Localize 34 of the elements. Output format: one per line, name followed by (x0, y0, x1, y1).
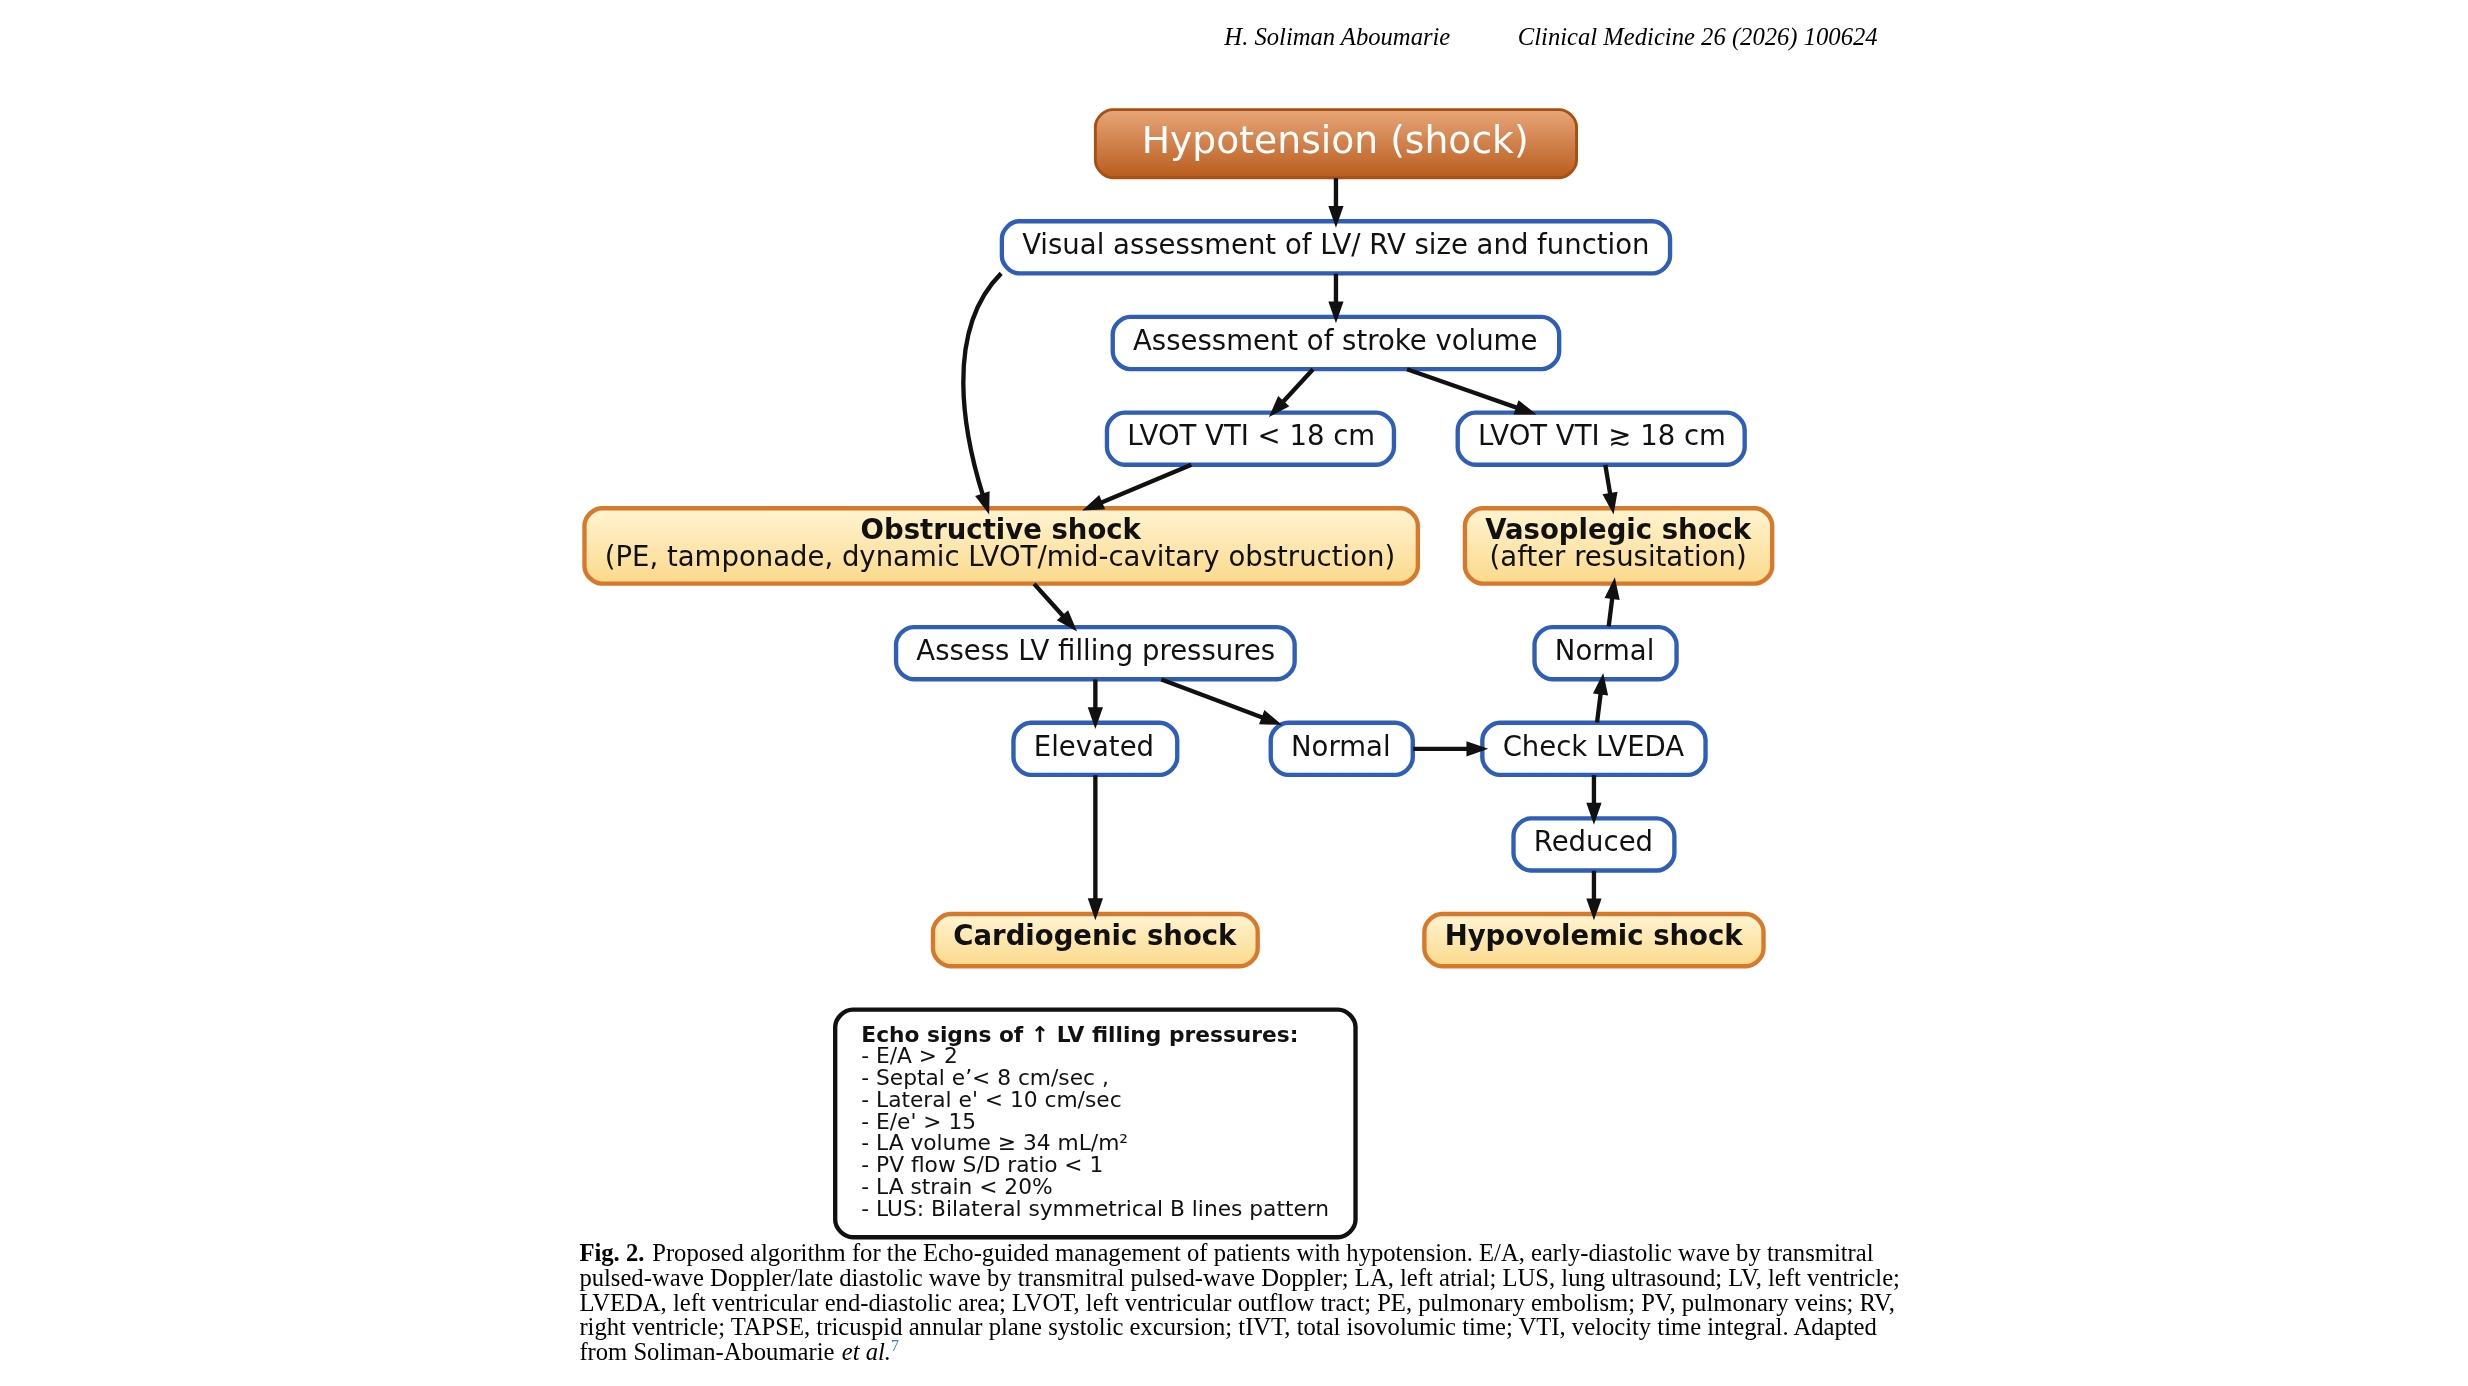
arrow (1087, 679, 1103, 729)
node-box: Normal (1531, 624, 1679, 682)
arrow (1585, 775, 1602, 825)
arrow (1602, 464, 1618, 515)
arrow (1604, 577, 1620, 627)
arrow (1087, 775, 1103, 921)
node-box: Echo signs of ↑ LV filling pressures: - E/A > 2 - Septal e’< 8 cm/sec , - Lateral e' < 10 cm/sec - E/e' > 15 - LA volume ≥ 34 mL/m² - PV flow S/D ratio < 1 - LA strain < 20% - LUS: Bilateral symmetrical B lines pattern (832, 1007, 1358, 1240)
node-box: Obstructive shock (PE, tamponade, dynamic LVOT/mid-cavitary obstruction) (581, 506, 1420, 586)
arrow (1268, 367, 1315, 418)
node-box: LVOT VTI < 18 cm (1104, 410, 1396, 467)
arrow (1327, 178, 1344, 228)
label: Clinical Medicine 26 (2026) 100624 (1517, 22, 1878, 50)
node-box: Vasoplegic shock (after resusitation) (1462, 506, 1774, 586)
node-box: Elevated (1010, 720, 1179, 778)
node-box: Hypovolemic shock (1421, 911, 1766, 969)
arrow (1032, 582, 1077, 632)
node-box: Assessment of stroke volume (1110, 314, 1561, 372)
node-box: Reduced (1510, 816, 1677, 873)
arrow (1160, 677, 1282, 725)
arrow (1405, 367, 1537, 415)
node-box: Check LVEDA (1479, 720, 1708, 778)
label: H. Soliman Aboumarie (1223, 22, 1450, 50)
node-box: LVOT VTI ≳ 18 cm (1455, 410, 1747, 467)
arrow (960, 272, 1003, 515)
caption: Fig. 2. Proposed algorithm for the Echo-guided management of patients with hypotension. E/A, early-diastolic wave by transmitral pulsed-wave Doppler/late diastolic wave by transmitral pulsed-wave Doppler; LA, left atrial; LUS, lung ultrasound; LV, left ventricle; LVEDA, left ventricular end-diastolic area; LVOT, left ventricular outflow tract; PE, pulmonary embolism; PV, pulmonary veins; RV, right ventricle; TAPSE, tricuspid annular plane systolic excursion; tIVT, total isovolumic time; VTI, velocity time integral. Adapted from Soliman-Aboumarie et al.$^{7}$ (578, 1239, 1900, 1365)
node-box: Hypotension (shock) (1093, 108, 1578, 180)
arrow (1412, 741, 1488, 757)
arrow (1327, 273, 1344, 324)
node-box: Cardiogenic shock (930, 911, 1260, 969)
arrow (1585, 870, 1602, 921)
node-box: Visual assessment of LV/ RV size and function (999, 219, 1672, 276)
node-box: Assess LV filling pressures (893, 624, 1297, 682)
node-box: Normal (1268, 720, 1415, 778)
arrow (1592, 672, 1608, 723)
